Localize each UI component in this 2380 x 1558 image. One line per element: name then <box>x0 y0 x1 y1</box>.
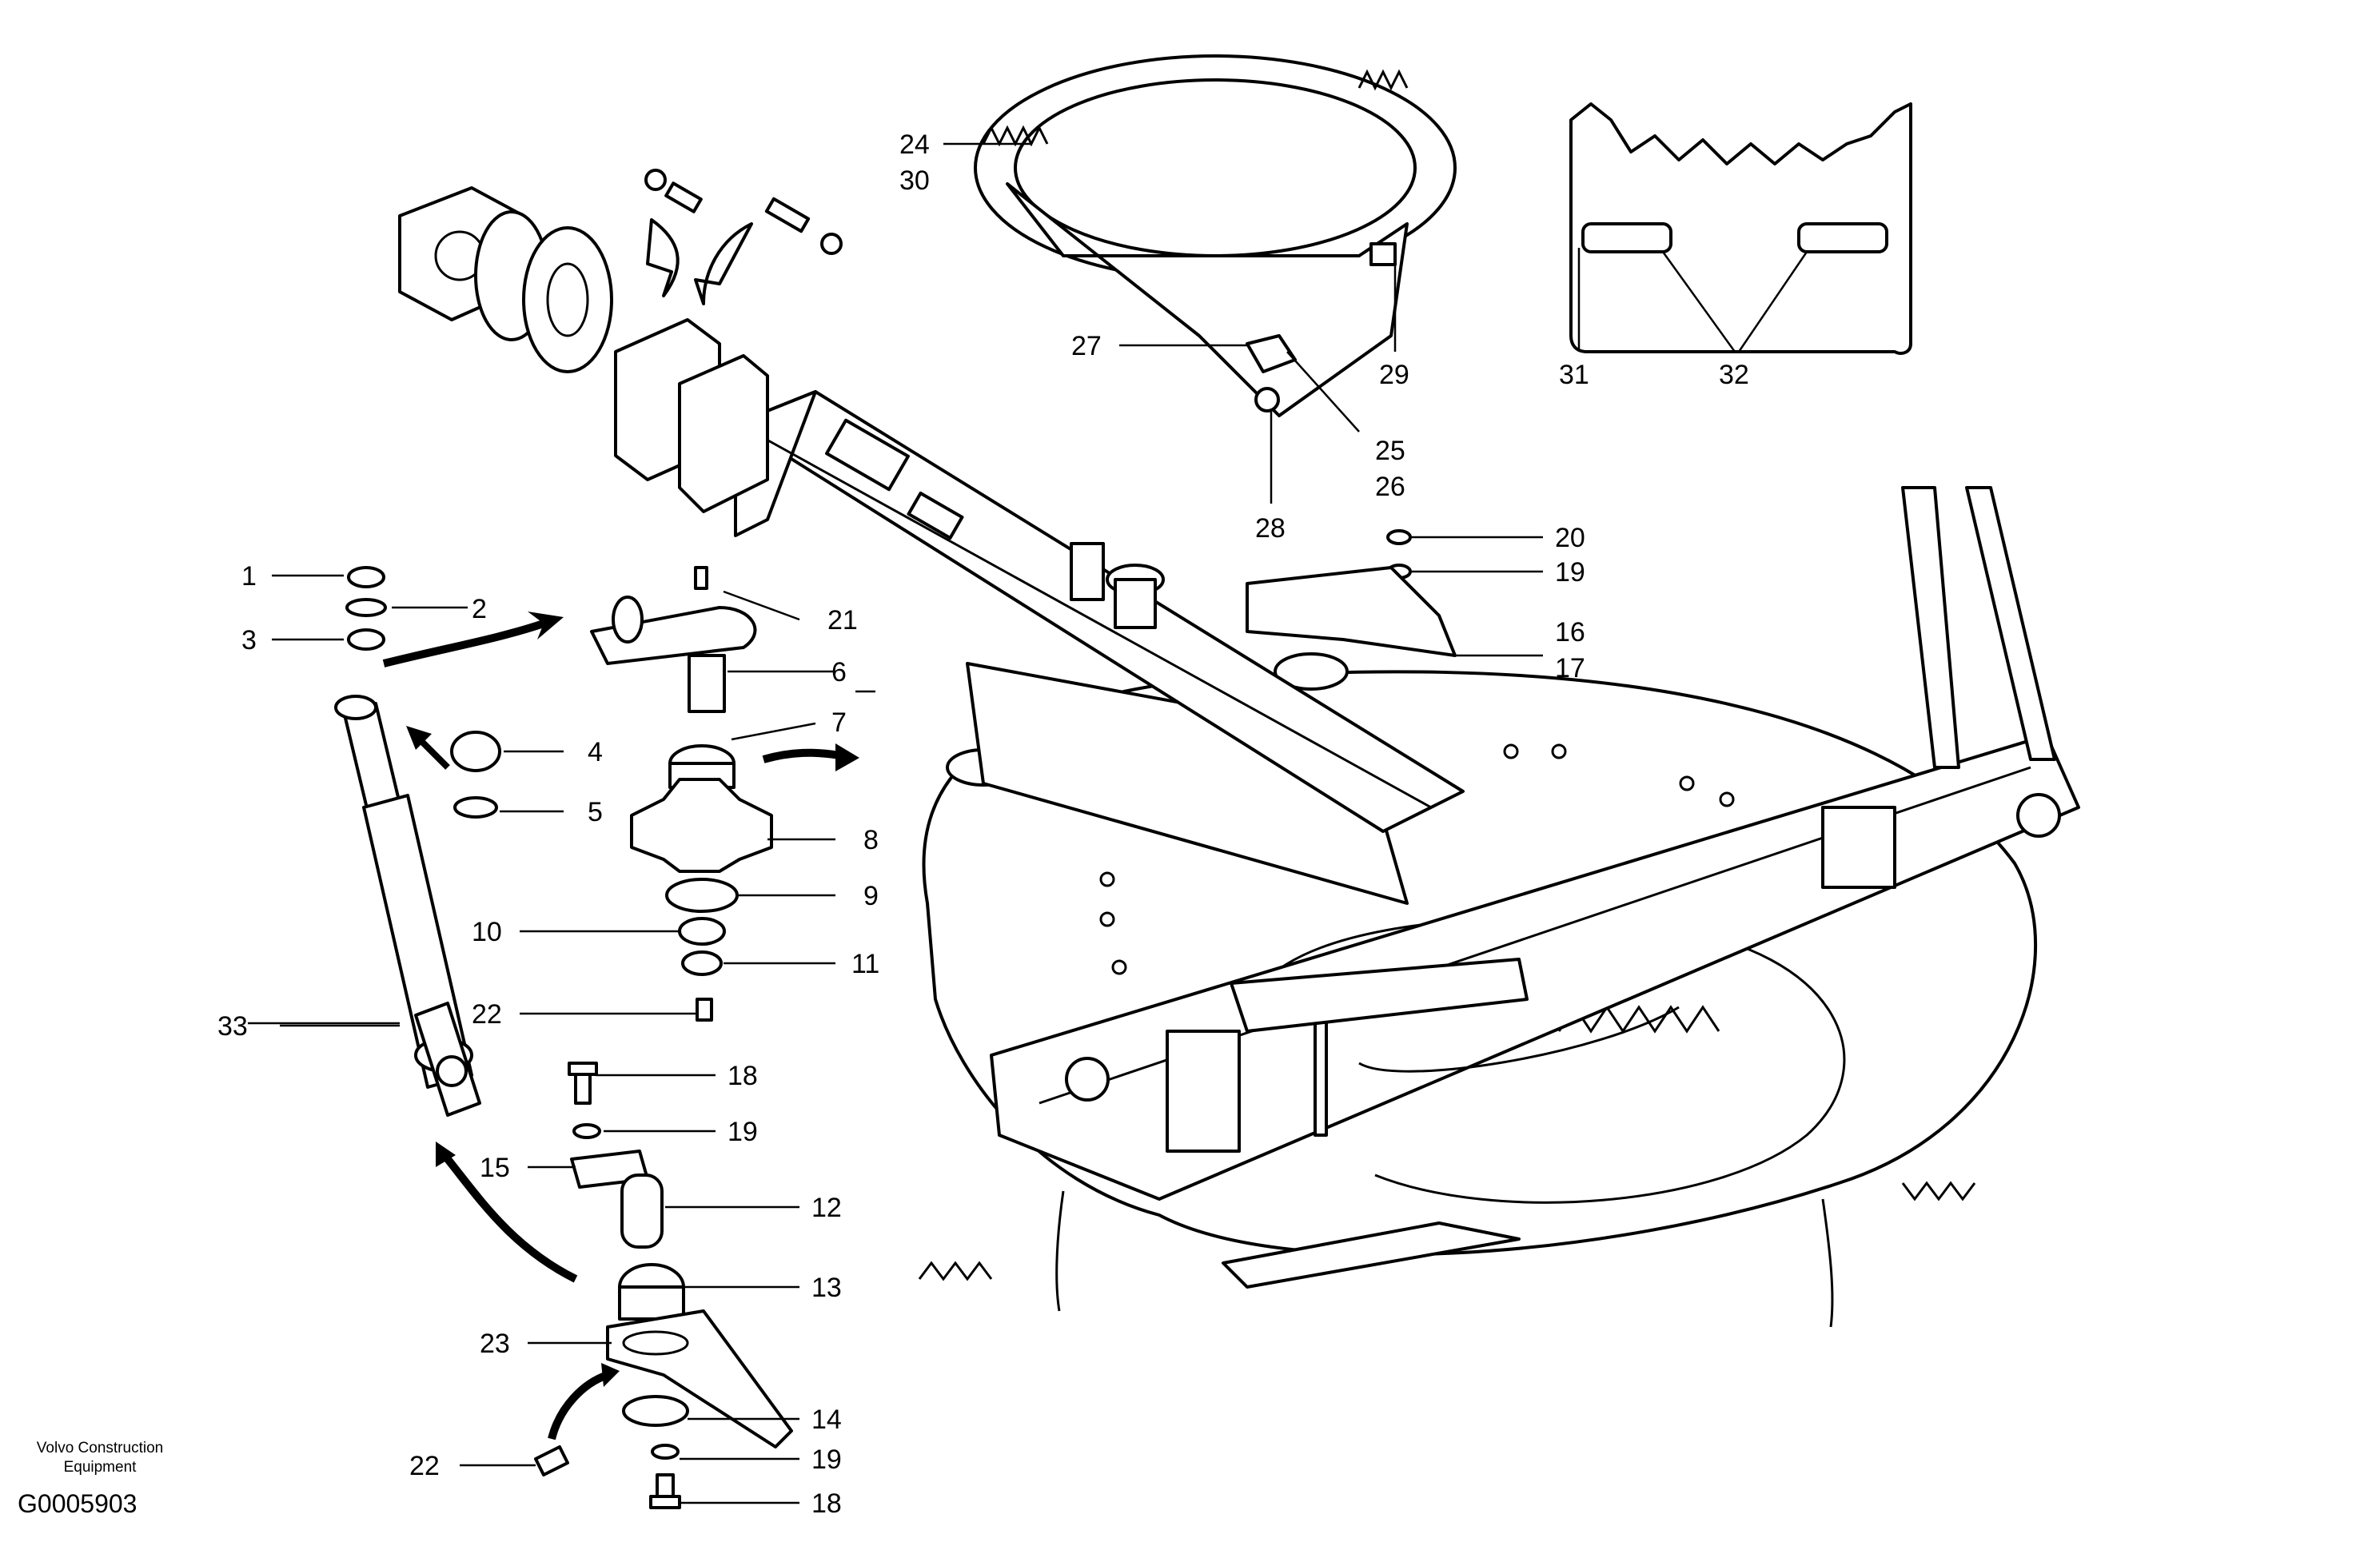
callout-21: 21 <box>827 605 858 636</box>
callout-16: 16 <box>1555 617 1585 648</box>
callout-25: 25 <box>1375 436 1405 466</box>
callout-28: 28 <box>1255 513 1286 544</box>
callout-2: 2 <box>472 594 487 624</box>
callout-11: 11 <box>851 949 879 979</box>
callout-17: 17 <box>1555 653 1585 683</box>
swing-arm <box>734 390 1465 833</box>
turntable-assembly <box>918 486 2080 1328</box>
assembly-arrows <box>382 612 859 1440</box>
callout-labels: 1 2 3 21 6 4 7 5 8 9 10 11 22 33 18 19 1… <box>217 130 1749 1519</box>
callout-14: 14 <box>811 1405 842 1435</box>
gear-ring-24 <box>974 54 1457 417</box>
callout-7: 7 <box>831 707 847 738</box>
callout-19c: 19 <box>1555 557 1585 588</box>
callout-19b: 19 <box>811 1444 842 1475</box>
callout-18a: 18 <box>728 1061 758 1091</box>
callout-8: 8 <box>863 825 879 855</box>
caption-block: Volvo Construction Equipment G0005903 <box>18 1440 164 1518</box>
cylinder-group <box>334 695 481 1117</box>
callout-13: 13 <box>811 1273 842 1303</box>
callout-6: 6 <box>831 657 847 687</box>
tooth-detail <box>1569 102 1912 355</box>
callout-29: 29 <box>1379 360 1409 390</box>
callout-31: 31 <box>1559 360 1589 390</box>
callout-22a: 22 <box>472 999 502 1030</box>
leader-lines <box>248 142 1808 1504</box>
callout-15: 15 <box>480 1153 510 1183</box>
callout-27: 27 <box>1071 331 1102 361</box>
callout-19a: 19 <box>728 1117 758 1147</box>
callout-3: 3 <box>241 625 257 655</box>
callout-20: 20 <box>1555 523 1585 553</box>
callout-22b: 22 <box>409 1451 440 1481</box>
publisher-caption: Volvo Construction Equipment <box>36 1440 164 1476</box>
callout-23: 23 <box>480 1329 510 1359</box>
callout-32: 32 <box>1719 360 1749 390</box>
drawing-id: G0005903 <box>18 1489 137 1518</box>
callout-12: 12 <box>811 1193 842 1223</box>
callout-30: 30 <box>899 165 930 196</box>
turntable-holes <box>1099 743 1735 975</box>
upper-right-parts <box>1246 529 1457 657</box>
callout-26: 26 <box>1375 472 1405 502</box>
callout-18b: 18 <box>811 1488 842 1519</box>
callout-9: 9 <box>863 881 879 911</box>
callout-1: 1 <box>241 561 257 592</box>
callout-24: 24 <box>899 130 930 160</box>
left-small-parts <box>345 566 793 1509</box>
callout-10: 10 <box>472 917 502 947</box>
callout-33: 33 <box>217 1011 248 1042</box>
callout-4: 4 <box>588 737 603 767</box>
callout-5: 5 <box>588 797 603 827</box>
pivot-flange-group <box>398 169 843 513</box>
